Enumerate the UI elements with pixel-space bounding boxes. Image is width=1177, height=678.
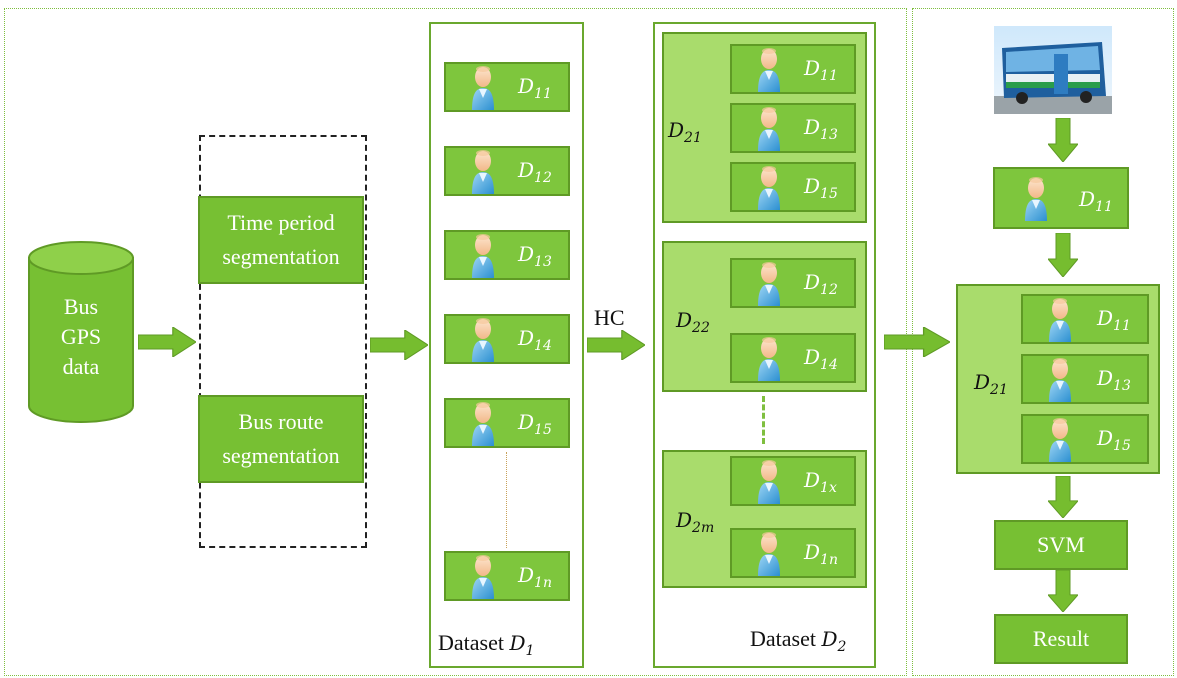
input-record-label: D11 (1079, 187, 1113, 215)
cluster-item-label: D13 (1097, 366, 1131, 394)
hc-label: HC (594, 305, 625, 330)
person-icon (758, 337, 780, 381)
svm-label: SVM (1037, 532, 1085, 557)
cluster-item: D12 (730, 258, 856, 308)
person-icon (472, 150, 494, 194)
storage-label-line2: GPS (60, 324, 102, 349)
cluster-item: D1x (730, 456, 856, 506)
bus-route-label: Bus route segmentation (222, 409, 340, 468)
cluster-item-label: D15 (804, 174, 838, 202)
time-period-label: Time period segmentation (222, 210, 340, 269)
cluster-item-label: D11 (1097, 306, 1131, 334)
person-icon (472, 234, 494, 278)
dataset2-caption: Dataset D2 (750, 626, 847, 655)
cluster-item-label: D11 (804, 56, 838, 84)
person-icon (472, 402, 494, 446)
dataset1-item-label: D14 (518, 326, 552, 354)
database-cylinder-icon (28, 241, 134, 423)
ellipsis-dash-line (762, 396, 765, 444)
cluster-item-label: D14 (804, 345, 838, 373)
arrow-right-icon (138, 327, 196, 357)
cluster-item: D11 (1021, 294, 1149, 344)
cluster-d21-label: D21 (668, 118, 702, 146)
bus-photo-icon (994, 26, 1112, 114)
cluster-item-label: D1n (804, 540, 838, 568)
cluster-d22-label: D22 (676, 308, 710, 336)
person-icon (1049, 298, 1071, 342)
person-icon (472, 555, 494, 599)
person-icon (758, 48, 780, 92)
dataset1-item-label: D1n (518, 563, 552, 591)
ellipsis-dotted-line (506, 452, 507, 548)
storage-label-line1: Bus (63, 294, 99, 319)
arrow-right-icon (884, 327, 950, 357)
person-icon (758, 107, 780, 151)
arrow-right-icon (587, 330, 645, 360)
input-record: D11 (993, 167, 1129, 229)
arrow-down-icon (1048, 570, 1078, 612)
dataset1-item-label: D13 (518, 242, 552, 270)
dataset1-item: D14 (444, 314, 570, 364)
person-icon (758, 532, 780, 576)
storage-label-line3: data (62, 354, 100, 379)
time-period-segmentation: Time period segmentation (198, 196, 364, 284)
result-box: Result (994, 614, 1128, 664)
bus-route-segmentation: Bus route segmentation (198, 395, 364, 483)
person-icon (758, 166, 780, 210)
dataset1-item-label: D12 (518, 158, 552, 186)
cluster-item-label: D12 (804, 270, 838, 298)
dataset1-item: D11 (444, 62, 570, 112)
cluster-item-label: D13 (804, 115, 838, 143)
dataset1-item: D13 (444, 230, 570, 280)
result-label: Result (1032, 626, 1090, 651)
cluster-item: D1n (730, 528, 856, 578)
arrow-right-icon (370, 330, 428, 360)
cluster-item: D15 (1021, 414, 1149, 464)
dataset1-item-label: D11 (518, 74, 552, 102)
arrow-down-icon (1048, 476, 1078, 518)
dataset1-item: D15 (444, 398, 570, 448)
cluster-item: D15 (730, 162, 856, 212)
person-icon (1025, 177, 1047, 221)
dataset1-caption: Dataset D1 (438, 630, 535, 659)
person-icon (1049, 358, 1071, 402)
person-icon (1049, 418, 1071, 462)
segmentation-group (199, 135, 367, 548)
dataset1-item-label: D15 (518, 410, 552, 438)
cluster-item-label: D1x (804, 468, 837, 496)
cluster-d2m-label: D2m (676, 508, 715, 536)
matched-cluster-label: D21 (974, 370, 1008, 398)
person-icon (758, 262, 780, 306)
cluster-item: D14 (730, 333, 856, 383)
person-icon (758, 460, 780, 504)
person-icon (472, 318, 494, 362)
cluster-item: D13 (730, 103, 856, 153)
cluster-item-label: D15 (1097, 426, 1131, 454)
cluster-item: D11 (730, 44, 856, 94)
dataset1-item: D1n (444, 551, 570, 601)
arrow-down-icon (1048, 233, 1078, 277)
person-icon (472, 66, 494, 110)
svm-box: SVM (994, 520, 1128, 570)
cluster-item: D13 (1021, 354, 1149, 404)
arrow-down-icon (1048, 118, 1078, 162)
dataset1-item: D12 (444, 146, 570, 196)
storage-label: Bus GPS data (26, 292, 136, 382)
